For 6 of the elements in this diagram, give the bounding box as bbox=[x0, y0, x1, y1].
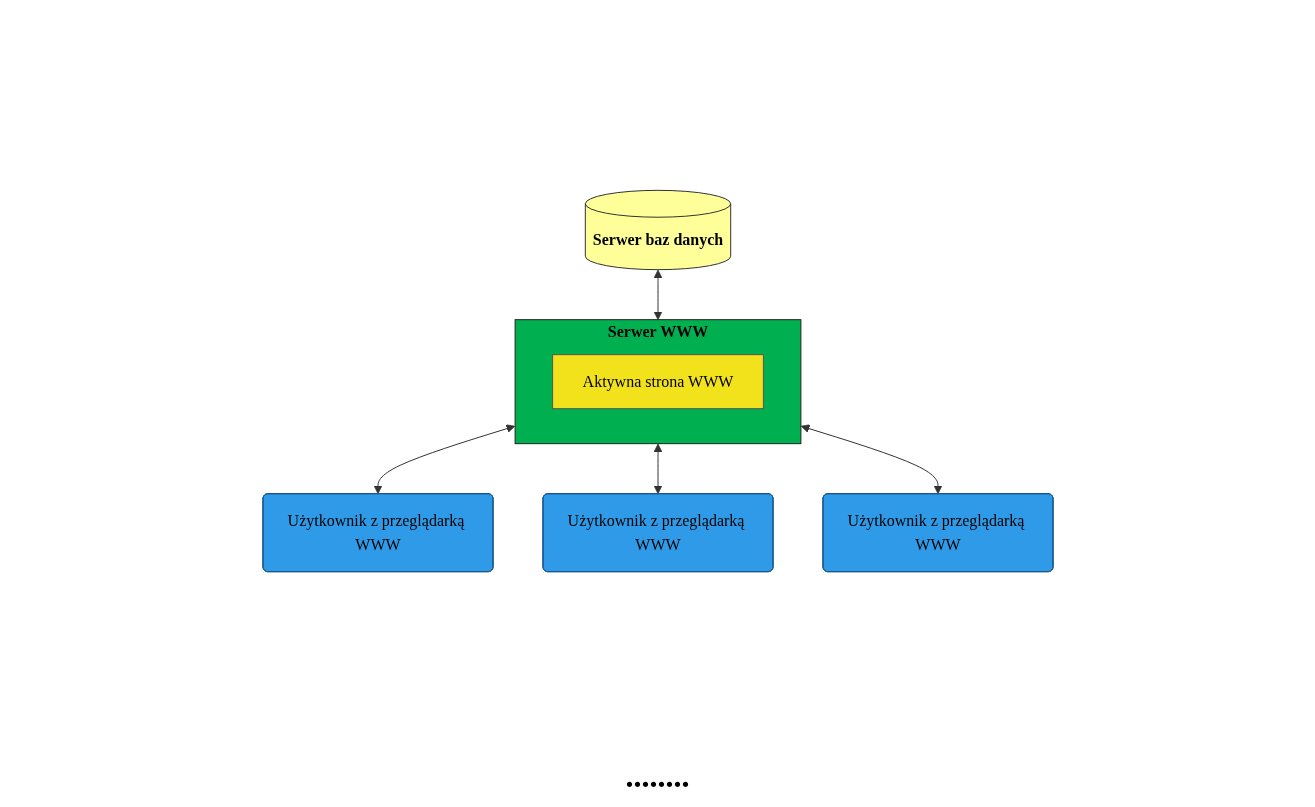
arrow bbox=[800, 424, 942, 495]
node-box: Aktywna strona WWW bbox=[551, 354, 764, 410]
arrow bbox=[653, 443, 662, 495]
arrow bbox=[373, 424, 515, 495]
arrow bbox=[653, 269, 662, 321]
ellipsis-text: ........ bbox=[625, 758, 690, 794]
